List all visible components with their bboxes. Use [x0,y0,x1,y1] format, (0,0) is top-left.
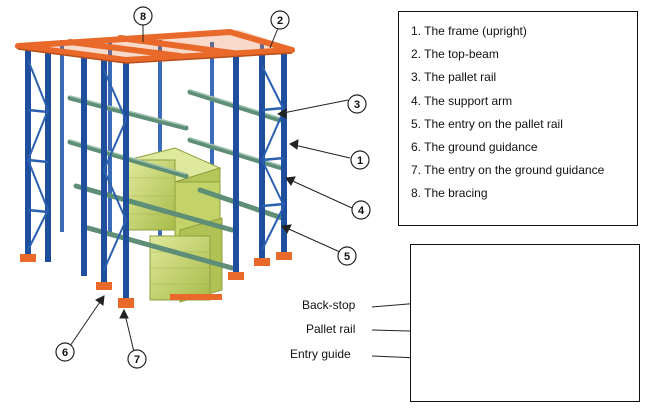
back-stop-label: Back-stop [302,298,356,312]
svg-text:7: 7 [134,354,140,366]
svg-text:1: 1 [357,155,363,167]
marker-2: 2 [270,10,290,30]
front-uprights [25,48,287,300]
foot-plates [20,252,292,308]
pallet-rail-label: Pallet rail [306,322,356,336]
entry-guide-label: Entry guide [290,347,351,361]
svg-text:4: 4 [358,205,365,217]
marker-3: 3 [347,94,367,114]
legend-item: 1. The frame (upright) [411,24,527,38]
legend-item: 2. The top-beam [411,47,499,62]
marker-7: 7 [127,349,147,369]
svg-text:2: 2 [277,15,283,27]
marker-6: 6 [55,342,75,362]
legend-list: 1. The frame (upright) 2. The top-beam 3… [399,12,637,206]
horizontal-ties [27,106,285,214]
marker-4: 4 [351,200,371,220]
legend-item: 6. The ground guidance [411,139,538,154]
top-beams [15,29,295,64]
svg-text:6: 6 [62,347,68,359]
marker-8: 8 [133,6,153,26]
part-markers: 8 2 3 1 4 5 6 7 [55,6,371,369]
leader-lines [69,24,353,353]
legend-item: 8. The bracing [411,186,488,201]
detail-frame [410,244,640,402]
legend-item: 3. The pallet rail [411,70,497,85]
svg-text:5: 5 [344,251,350,263]
rack-structure [15,29,295,308]
marker-1: 1 [350,150,370,170]
pallet-loads [126,147,223,303]
legend-item: 7. The entry on the ground guidance [411,163,605,178]
legend-item: 5. The entry on the pallet rail [411,116,563,131]
legend-box: 1. The frame (upright) 2. The top-beam 3… [398,11,638,226]
svg-text:8: 8 [140,11,146,23]
svg-text:3: 3 [354,99,360,111]
upright-bracing [27,59,285,271]
marker-5: 5 [337,246,357,266]
legend-item: 4. The support arm [411,93,513,108]
